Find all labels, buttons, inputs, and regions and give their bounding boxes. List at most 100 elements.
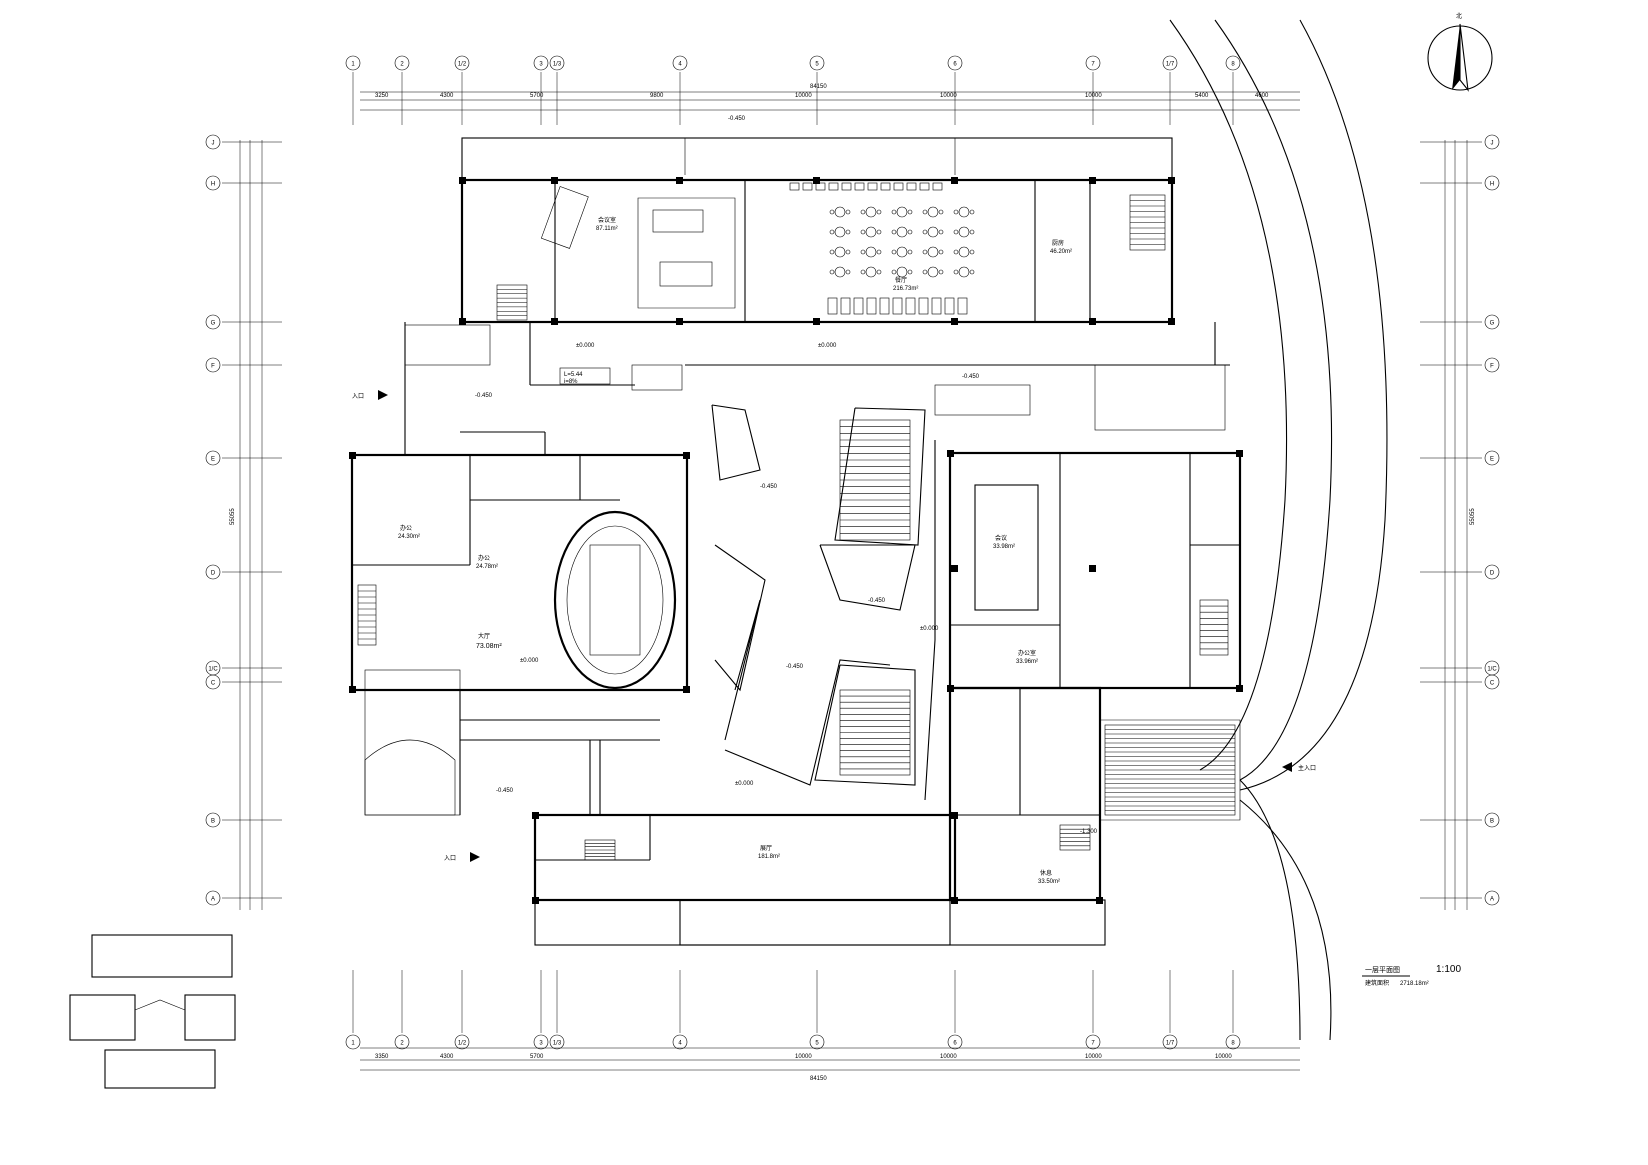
grid-col-label: 3	[539, 62, 543, 68]
booth-seat	[918, 297, 929, 315]
grid-col-label: 2	[400, 62, 404, 68]
grid-row-label: A	[211, 897, 215, 903]
stair-east	[1199, 599, 1229, 656]
overall-width-top: 84150	[810, 84, 827, 90]
grid-row-label: H	[211, 182, 215, 188]
stair-main-entrance	[1104, 724, 1236, 816]
grid-col-label: 1/3	[553, 62, 562, 68]
grid-col-bubble: 4	[672, 55, 688, 71]
grid-row-label: E	[211, 457, 215, 463]
svg-text:5400: 5400	[1195, 93, 1209, 99]
grid-col-label: 4	[678, 1041, 682, 1047]
room-area: 33.50m²	[1038, 879, 1060, 885]
grid-col-label: 2	[400, 1041, 404, 1047]
room-area: 87.11m²	[596, 226, 618, 232]
svg-text:5700: 5700	[530, 93, 544, 99]
entrance-west-label: 入口	[352, 393, 364, 400]
grid-row-label: B	[211, 819, 215, 825]
title-block: 一层平面图 1:100 建筑面积 2718.18m²	[1362, 964, 1461, 987]
svg-text:-0.450: -0.450	[728, 116, 746, 122]
svg-text:4300: 4300	[440, 1054, 454, 1060]
svg-text:-0.450: -0.450	[475, 393, 493, 399]
dining-table	[953, 246, 975, 258]
dining-table	[922, 246, 944, 258]
room-area: 73.08m²	[476, 643, 502, 650]
grid-row-label: A	[1490, 897, 1494, 903]
grid-col-bubble: 1/3	[549, 55, 565, 71]
grid-col-bubble: 1	[345, 1034, 361, 1050]
svg-text:9800: 9800	[650, 93, 664, 99]
booth-seat	[827, 297, 838, 315]
grid-col-bubble: 1/2	[454, 1034, 470, 1050]
drawing-scale: 1:100	[1436, 964, 1461, 975]
overall-width-bottom: 84150	[810, 1076, 827, 1082]
dining-table	[953, 206, 975, 218]
grid-row-bubble: C	[205, 674, 221, 690]
svg-text:3250: 3250	[375, 93, 389, 99]
right-dimensions: 55055	[1444, 140, 1476, 910]
grid-row-bubble: H	[1484, 175, 1500, 191]
dining-table	[953, 266, 975, 278]
grid-col-label: 7	[1091, 1041, 1095, 1047]
svg-text:10000: 10000	[1085, 93, 1102, 99]
top-dimensions: 84150 3250 4300 5700 9800 10000 10000 10…	[360, 84, 1300, 111]
grid-col-bubble: 1/7	[1162, 1034, 1178, 1050]
svg-text:10000: 10000	[795, 93, 812, 99]
grid-row-bubble: G	[1484, 314, 1500, 330]
oval-meeting-room	[553, 510, 677, 690]
banquette-seat	[828, 182, 839, 191]
booth-seat	[840, 297, 851, 315]
grid-col-bubble: 3	[533, 1034, 549, 1050]
site-road	[1099, 19, 1388, 1041]
room-label: 大厅	[478, 632, 490, 640]
grid-col-bubble: 2	[394, 1034, 410, 1050]
area-label: 建筑面积	[1365, 979, 1389, 987]
landscape-planting	[364, 324, 1226, 816]
room-area: 24.78m²	[476, 564, 498, 570]
booth-seat	[905, 297, 916, 315]
dining-table	[829, 266, 851, 278]
grid-col-label: 8	[1231, 62, 1235, 68]
stair-north-east	[1129, 194, 1166, 251]
grid-row-bubble: D	[205, 564, 221, 580]
svg-text:-1.300: -1.300	[1080, 829, 1098, 835]
dining-table	[860, 266, 882, 278]
grid-row-label: D	[211, 571, 216, 577]
room-area: 216.73m²	[893, 286, 918, 292]
grid-col-bubble: 2	[394, 55, 410, 71]
svg-text:-0.450: -0.450	[868, 598, 886, 604]
room-label: 展厅	[760, 845, 772, 852]
grid-col-bubble: 6	[947, 55, 963, 71]
grid-row-bubble: B	[205, 812, 221, 828]
dining-table	[891, 206, 913, 218]
main-entrance-label: 主入口	[1298, 764, 1316, 772]
conference-furniture	[540, 186, 736, 309]
svg-text:±0.000: ±0.000	[520, 658, 539, 664]
svg-text:±0.000: ±0.000	[735, 781, 754, 787]
stair-atrium-north	[839, 419, 911, 541]
grid-col-label: 4	[678, 62, 682, 68]
room-label: 办公	[478, 554, 490, 562]
dining-table	[891, 266, 913, 278]
grid-col-bubble: 5	[809, 1034, 825, 1050]
svg-text:10000: 10000	[1085, 1054, 1102, 1060]
banquette-seat	[867, 182, 878, 191]
booth-seat	[931, 297, 942, 315]
grid-col-bubble: 1	[345, 55, 361, 71]
grid-col-label: 1/3	[553, 1041, 562, 1047]
room-area: 181.8m²	[758, 854, 780, 860]
room-area: 33.96m²	[1016, 659, 1038, 665]
booth-seat	[879, 297, 890, 315]
room-label: 厨房	[1052, 239, 1064, 247]
grid-row-label: G	[211, 321, 216, 327]
grid-col-label: 1	[351, 62, 355, 68]
building-walls	[350, 137, 1242, 946]
stairs	[357, 194, 1236, 861]
grid-row-label: F	[1490, 364, 1494, 370]
grid-row-bubble: C	[1484, 674, 1500, 690]
svg-text:10000: 10000	[940, 1054, 957, 1060]
stair-north-west	[496, 284, 528, 321]
booth-seat	[944, 297, 955, 315]
dining-table	[829, 246, 851, 258]
